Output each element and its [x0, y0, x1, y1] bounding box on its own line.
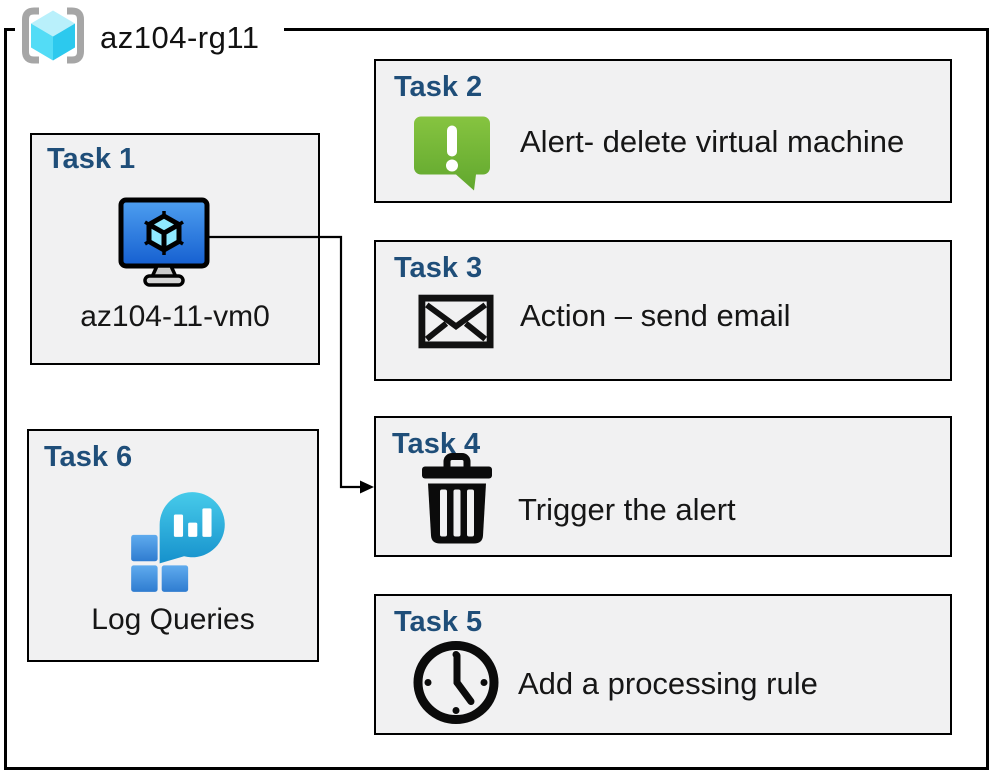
frame-title-gap — [15, 24, 284, 35]
task1-label: az104-11-vm0 — [80, 300, 270, 333]
clock-icon — [412, 639, 500, 726]
trash-icon — [420, 453, 494, 548]
task3-label: Action – send email — [520, 298, 791, 333]
task2-label: Alert- delete virtual machine — [520, 124, 905, 159]
task1-box: Task 1 — [30, 133, 320, 365]
task4-box: Task 4 Trigger the alert — [374, 416, 952, 557]
task5-box: Task 5 Add a processing rule — [374, 594, 952, 735]
task6-header: Task 6 — [44, 441, 133, 473]
task1-header: Task 1 — [47, 143, 136, 175]
virtual-machine-icon — [118, 196, 210, 288]
task4-label: Trigger the alert — [518, 492, 736, 527]
task2-header: Task 2 — [394, 71, 483, 103]
log-queries-icon — [127, 486, 233, 602]
task6-label: Log Queries — [91, 603, 255, 636]
task5-label: Add a processing rule — [518, 666, 818, 701]
task2-box: Task 2 Alert- delete virtual machine — [374, 59, 952, 203]
task6-box: Task 6 Log Queries — [27, 429, 319, 662]
email-envelope-icon — [418, 293, 494, 350]
alert-message-icon — [410, 112, 494, 193]
task3-header: Task 3 — [394, 252, 483, 284]
task5-header: Task 5 — [394, 606, 483, 638]
resource-group-title: az104-rg11 — [100, 20, 260, 55]
resource-group-icon — [18, 4, 88, 67]
task3-box: Task 3 Action – send email — [374, 240, 952, 381]
